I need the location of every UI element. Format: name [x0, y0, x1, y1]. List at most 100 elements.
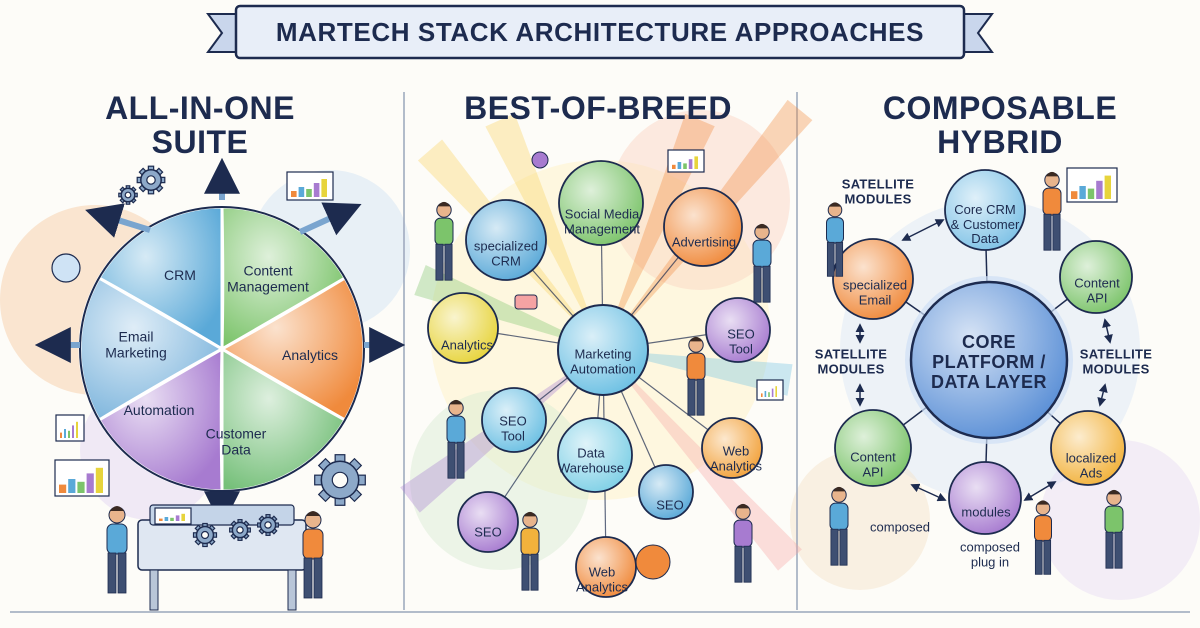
bar-chart-icon	[154, 507, 192, 525]
gear-icon	[136, 165, 166, 195]
person-figure	[302, 511, 324, 599]
node-label-seo-bottom-left: SEO	[474, 524, 502, 540]
light-ray	[603, 350, 802, 571]
banner-body	[234, 4, 966, 60]
person-figure	[686, 336, 706, 416]
gear-icon	[314, 454, 366, 506]
hub-label-marketing-automation: Marketing Automation	[570, 346, 636, 376]
title-banner-shape	[206, 4, 994, 60]
flow-arrow	[1023, 481, 1057, 501]
annotation-composed-plug-in: composed plug in	[960, 539, 1020, 569]
gear-icon	[192, 522, 218, 548]
segment-label-crm: CRM	[164, 267, 196, 284]
person-figure	[434, 201, 454, 281]
node-circle-seo	[705, 297, 771, 363]
light-ray	[414, 265, 603, 350]
node-label-analytics: Analytics	[440, 337, 494, 353]
node-label-modules: modules	[961, 504, 1011, 520]
node-circle-web	[575, 536, 637, 598]
hub-circle-marketing-automation	[557, 304, 649, 396]
segment-label-email-marketing: Email Marketing	[105, 328, 167, 360]
node-circle-seo	[481, 387, 547, 453]
banner-ribbon-left	[206, 13, 237, 53]
flow-arrow	[901, 219, 945, 241]
person-figure	[106, 506, 128, 594]
node-label-content-api-right: Content API	[1074, 275, 1120, 305]
node-label-core-crm: Core CRM & Customer Data	[950, 202, 1020, 247]
node-label-web-analytics-bottom: Web Analytics	[575, 564, 629, 594]
node-circle-core-crm	[944, 169, 1026, 251]
annotation-satellite-modules-left: SATELLITE MODULES	[814, 346, 888, 376]
heading-all-in-one-suite: ALL-IN-ONE SUITE	[105, 90, 295, 160]
light-ray	[603, 113, 715, 350]
watercolor-wash	[790, 450, 930, 590]
bar-chart-icon	[756, 379, 784, 401]
node-circle-social-media	[558, 160, 644, 246]
person-figure	[520, 511, 540, 591]
node-label-localized-ads: localized Ads	[1065, 450, 1117, 480]
person-figure	[1042, 171, 1062, 251]
core-platform-label: CORE PLATFORM / DATA LAYER	[930, 331, 1048, 393]
pie-outline	[79, 206, 365, 492]
control-desk	[137, 519, 307, 571]
annotation-satellite-modules-top: SATELLITE MODULES	[841, 176, 915, 206]
node-label-seo-tool-right: SEO Tool	[727, 326, 755, 356]
node-circle-seo	[638, 464, 694, 520]
person-figure	[1104, 489, 1124, 569]
node-circle-localized	[1050, 410, 1126, 486]
flow-arrow	[1102, 318, 1113, 344]
dot-decoration	[531, 151, 549, 169]
gear-icon	[257, 514, 279, 536]
pie-chart-icon	[51, 253, 81, 283]
node-circle-web	[701, 417, 763, 479]
node-circle-content	[834, 409, 912, 487]
title-banner: MARTECH STACK ARCHITECTURE APPROACHES	[236, 6, 964, 58]
bar-chart-icon	[286, 171, 334, 201]
person-figure	[829, 486, 849, 566]
person-figure	[733, 503, 753, 583]
annotation-satellite-modules-right: SATELLITE MODULES	[1079, 346, 1153, 376]
line-chart-icon	[667, 149, 705, 173]
gear-icon	[118, 185, 138, 205]
flow-arrow	[910, 483, 947, 502]
person-figure	[752, 223, 772, 303]
segment-label-analytics: Analytics	[281, 347, 339, 364]
segment-label-content-management: Content Management	[227, 262, 309, 294]
page-title: MARTECH STACK ARCHITECTURE APPROACHES	[275, 16, 925, 47]
node-circle-specialized	[465, 199, 547, 281]
node-label-data-warehouse: Data Warehouse	[558, 445, 624, 475]
node-label-specialized-email: specialized Email	[842, 277, 908, 307]
node-circle-seo	[457, 491, 519, 553]
node-label-social-media-management: Social Media Management	[564, 206, 640, 236]
banner-ribbon-right	[963, 13, 994, 53]
node-circle-content	[1059, 240, 1133, 314]
node-circle-specialized	[832, 238, 914, 320]
segment-label-customer-data: Customer Data	[205, 425, 267, 457]
desk-leg	[149, 569, 159, 611]
desk-leg	[287, 569, 297, 611]
pie-chart-icon	[635, 544, 671, 580]
node-circle-advertising	[663, 187, 743, 267]
annotation-composed: composed	[870, 519, 930, 535]
node-label-seo-tool-left: SEO Tool	[499, 413, 527, 443]
gear-icon	[229, 519, 251, 541]
bar-chart-icon	[55, 414, 85, 442]
node-label-web-analytics-right: Web Analytics	[709, 443, 763, 473]
heading-composable-hybrid: COMPOSABLE HYBRID	[882, 90, 1118, 160]
node-label-advertising: Advertising	[671, 234, 737, 250]
node-circle-data	[557, 417, 633, 493]
play-button-icon	[514, 294, 538, 310]
node-circle-modules	[948, 461, 1022, 535]
node-circle-analytics	[427, 292, 499, 364]
segment-label-automation: Automation	[123, 402, 195, 419]
flow-arrow	[1097, 383, 1108, 407]
heading-best-of-breed: BEST-OF-BREED	[464, 90, 732, 126]
outward-arrow	[298, 202, 362, 236]
person-figure	[446, 399, 466, 479]
core-platform-circle	[909, 280, 1069, 440]
node-label-content-api-left: Content API	[850, 449, 896, 479]
person-figure	[826, 202, 844, 277]
node-label-seo-bottom-right: SEO	[656, 497, 684, 513]
